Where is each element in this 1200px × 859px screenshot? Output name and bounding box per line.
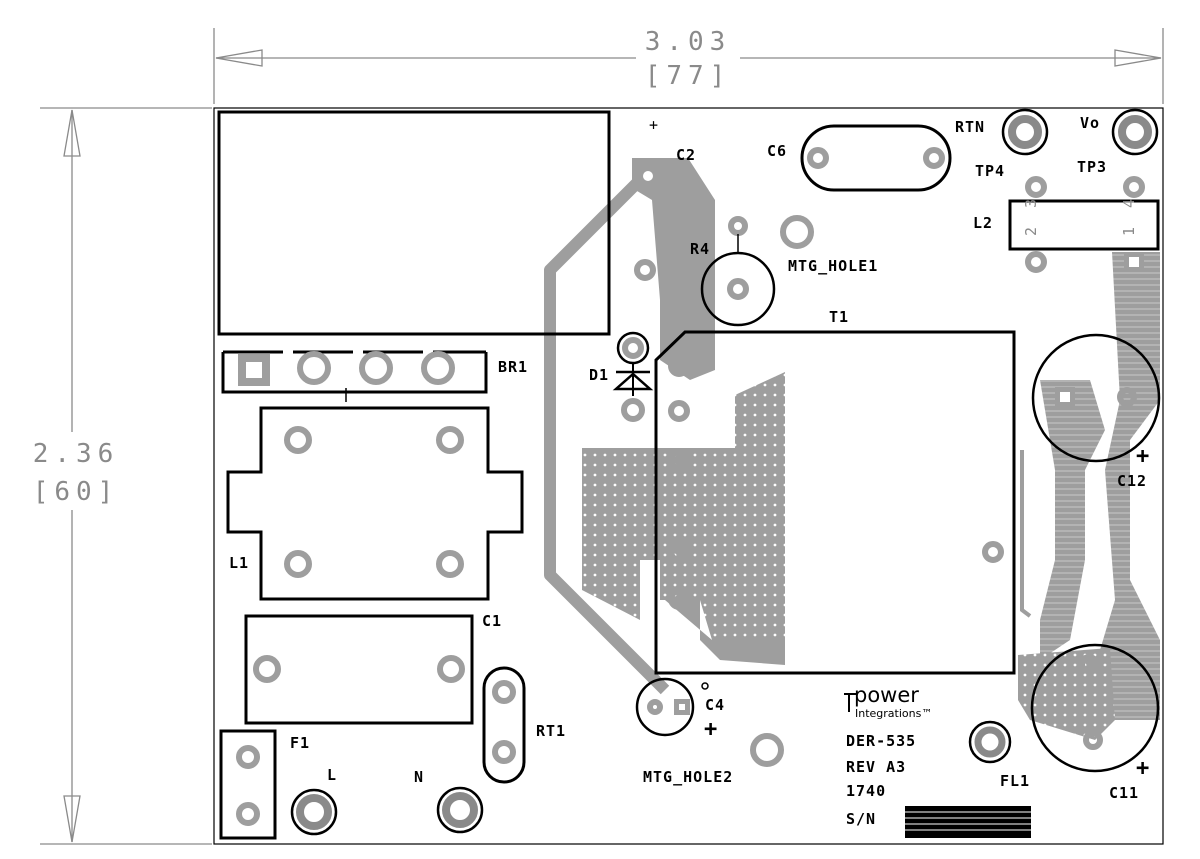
c4-label: C4: [705, 696, 725, 714]
rtn-label: RTN: [955, 118, 985, 136]
rt1-label: RT1: [536, 722, 566, 740]
capacitor-c4: C4 +: [635, 677, 725, 742]
capacitor-c6: C6: [767, 124, 952, 192]
test-point-tp4: RTN TP4: [955, 108, 1049, 180]
height-mm-label: [60]: [33, 477, 120, 507]
fuse-f1: F1: [219, 729, 310, 840]
br1-label: BR1: [498, 358, 528, 376]
date-code: 1740: [846, 782, 886, 800]
height-dimension: 2.36 [60]: [33, 107, 212, 845]
logo-main-text: power: [854, 683, 919, 707]
copper-layer: [544, 158, 1160, 740]
c11-label: C11: [1109, 784, 1139, 802]
mounting-hole-2: MTG_HOLE2: [643, 733, 784, 786]
thermistor-rt1: RT1: [482, 666, 566, 784]
terminal-l: L: [290, 766, 338, 836]
c6-label: C6: [767, 142, 787, 160]
resistor-r4: R4: [690, 216, 776, 327]
l2-pin-2: 2: [1022, 227, 1040, 236]
test-point-tp3: Vo TP3: [1077, 108, 1159, 176]
tp3-label: TP3: [1077, 158, 1107, 176]
l2-pin-4: 4: [1120, 199, 1138, 208]
bridge-rectifier-br1: BR1: [221, 350, 528, 402]
design-number: DER-535: [846, 732, 916, 750]
flying-lead-fl1: FL1: [968, 720, 1030, 790]
f1-label: F1: [290, 734, 310, 752]
c12-label: C12: [1117, 472, 1147, 490]
mtg-hole1-label: MTG_HOLE1: [788, 257, 878, 275]
transformer-t1: T1: [654, 308, 1016, 675]
serial-number-label: S/N: [846, 810, 876, 828]
capacitor-c11: + C11: [1030, 643, 1160, 802]
inductor-l1: L1: [226, 406, 524, 601]
n-terminal-label: N: [414, 768, 424, 786]
capacitor-c2: C2 +: [634, 116, 696, 281]
l2-pin-3: 3: [1022, 199, 1040, 208]
tp4-label: TP4: [975, 162, 1005, 180]
r4-label: R4: [690, 240, 710, 258]
width-dimension: 3.03 [77]: [213, 27, 1164, 104]
top-left-component-outline: [217, 110, 611, 336]
l1-label: L1: [229, 554, 249, 572]
inductor-l2: 3 2 4 1 L2: [973, 176, 1160, 273]
capacitor-c1: C1: [244, 612, 502, 725]
width-mm-label: [77]: [645, 61, 732, 91]
width-inches-label: 3.03: [645, 27, 732, 57]
fl1-label: FL1: [1000, 772, 1030, 790]
logo-sub-text: Integrations™: [855, 707, 932, 720]
l2-label: L2: [973, 214, 993, 232]
vo-label: Vo: [1080, 114, 1100, 132]
height-inches-label: 2.36: [33, 439, 120, 469]
c2-plus-sign: +: [649, 116, 659, 134]
t1-label: T1: [829, 308, 849, 326]
power-integrations-logo: power Integrations™: [844, 683, 932, 720]
l2-pin-1: 1: [1120, 227, 1138, 236]
c4-plus-sign: +: [704, 717, 718, 742]
terminal-n: N: [414, 768, 484, 834]
capacitor-c12: + C12: [1031, 333, 1161, 490]
mounting-hole-1: MTG_HOLE1: [780, 215, 878, 275]
c12-plus-sign: +: [1136, 444, 1150, 469]
l-terminal-label: L: [327, 766, 337, 784]
mtg-hole2-label: MTG_HOLE2: [643, 768, 733, 786]
diode-d1: D1: [589, 331, 654, 422]
serial-number-box: [905, 806, 1031, 838]
c2-label: C2: [676, 146, 696, 164]
board-outline: [213, 107, 1164, 845]
revision-label: REV A3: [846, 758, 906, 776]
c11-plus-sign: +: [1136, 756, 1150, 781]
c1-label: C1: [482, 612, 502, 630]
d1-label: D1: [589, 366, 609, 384]
